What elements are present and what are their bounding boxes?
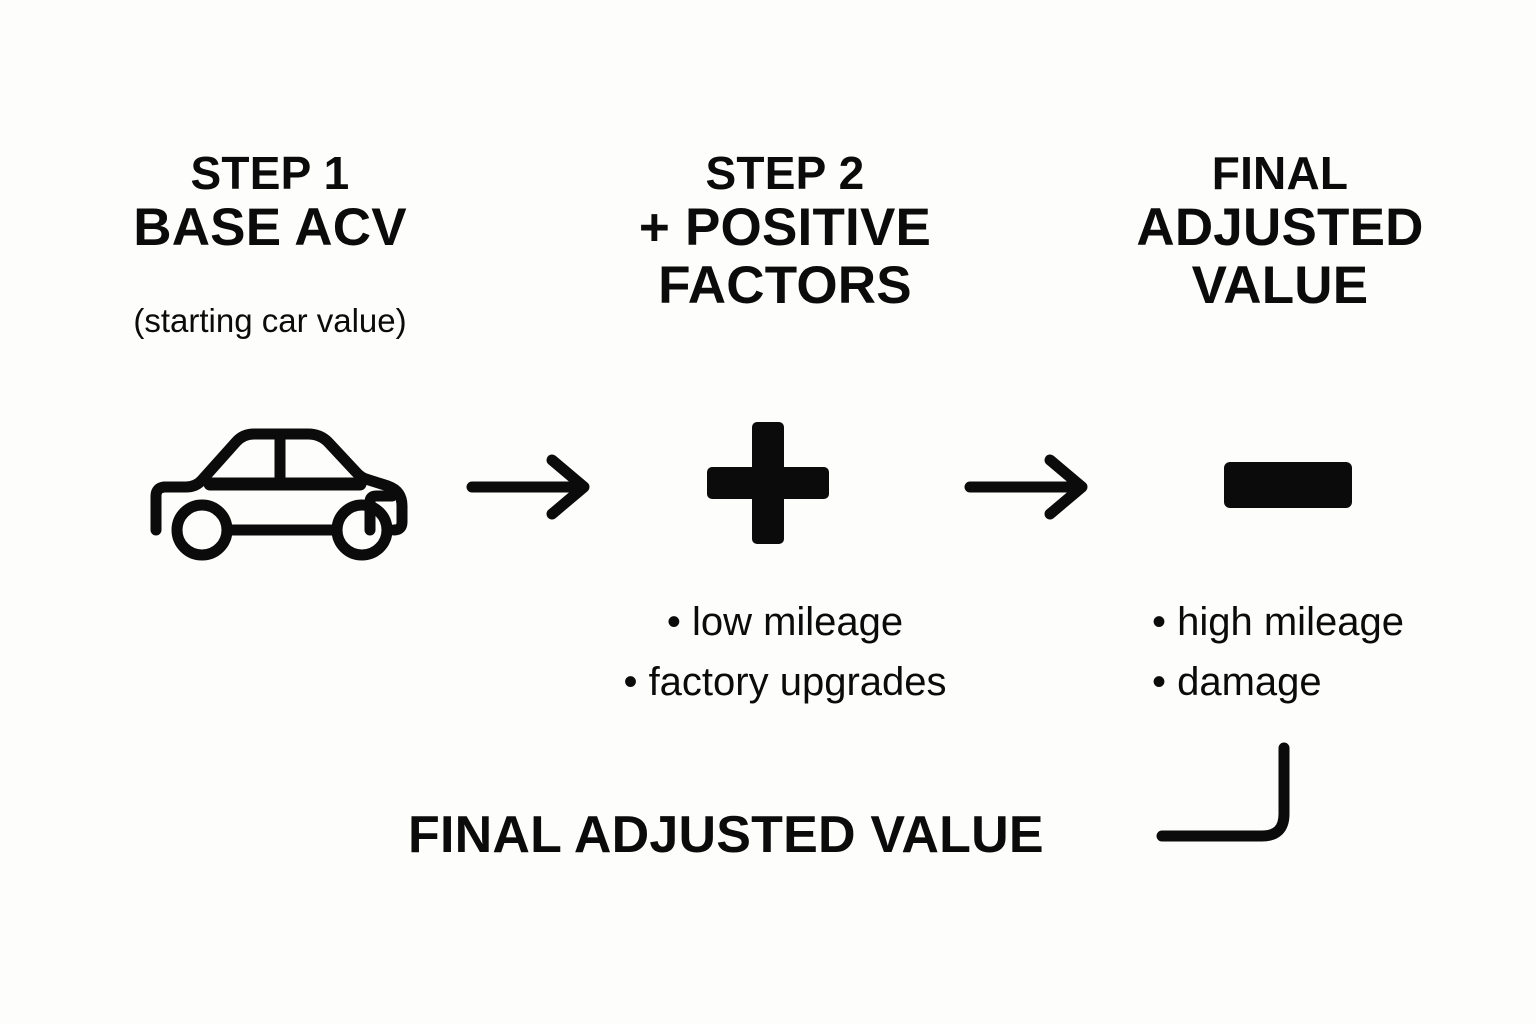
column-1-step-label: STEP 1 bbox=[190, 147, 350, 199]
list-item: • factory upgrades bbox=[623, 660, 947, 704]
arrow-right-icon bbox=[964, 452, 1096, 522]
column-1-title: BASE ACV bbox=[133, 197, 407, 257]
minus-icon bbox=[1224, 462, 1352, 508]
arrow-right-icon bbox=[466, 452, 598, 522]
column-2-title-line-1: + POSITIVE bbox=[638, 197, 932, 257]
column-2-bullet-list: • low mileage • factory upgrades bbox=[560, 592, 1010, 712]
final-adjusted-value-label: FINAL ADJUSTED VALUE bbox=[408, 806, 1044, 864]
list-item: • damage bbox=[1152, 660, 1322, 704]
column-1-subnote: (starting car value) bbox=[133, 302, 407, 339]
column-3-heading: FINAL ADJUSTED VALUE bbox=[1070, 148, 1490, 315]
plus-icon bbox=[703, 418, 833, 548]
column-2-step-label: STEP 2 bbox=[705, 147, 865, 199]
car-icon bbox=[140, 418, 420, 561]
column-2-heading: STEP 2 + POSITIVE FACTORS bbox=[575, 148, 995, 315]
column-1-heading: STEP 1 BASE ACV bbox=[60, 148, 480, 257]
list-item: • low mileage bbox=[666, 600, 904, 644]
elbow-connector-icon bbox=[1156, 742, 1296, 848]
column-2-title-line-2: FACTORS bbox=[658, 255, 912, 315]
column-3-bullet-list: • high mileage • damage bbox=[1152, 592, 1536, 712]
column-3-title-line-1: ADJUSTED bbox=[1136, 197, 1424, 257]
column-3-title-line-2: VALUE bbox=[1191, 255, 1369, 315]
column-3-step-label: FINAL bbox=[1211, 147, 1349, 199]
list-item: • high mileage bbox=[1152, 600, 1404, 644]
